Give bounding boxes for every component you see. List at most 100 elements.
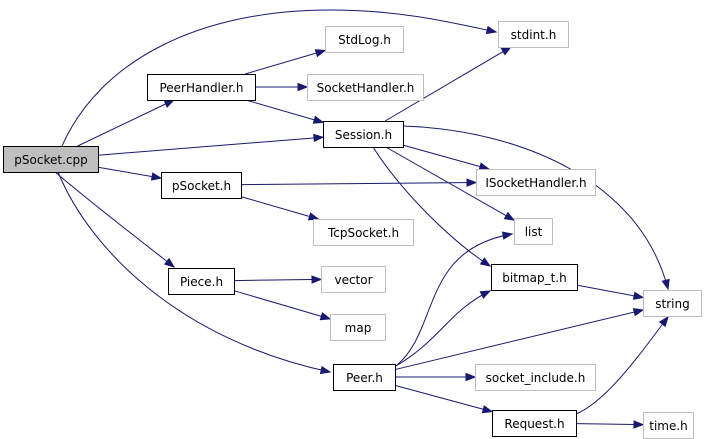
edge-peer-h-to-list	[395, 231, 514, 367]
node-label: SocketHandler.h	[317, 81, 415, 95]
node-box	[491, 264, 578, 291]
node-peer-h[interactable]: Peer.h	[333, 364, 396, 391]
edge-peer-h-to-request-h	[394, 384, 494, 414]
node-box	[330, 314, 386, 341]
node-session-h[interactable]: Session.h	[323, 121, 404, 148]
node-box	[325, 26, 404, 53]
edge-arrowhead	[150, 172, 163, 181]
edge-arrowhead	[311, 275, 323, 284]
edge-piece-h-to-map	[233, 290, 332, 321]
node-label: Session.h	[335, 128, 392, 142]
edge-line	[394, 309, 644, 371]
edge-arrowhead	[465, 372, 477, 382]
edge-psocket-cpp-to-peer-h	[57, 171, 332, 375]
edge-arrowhead	[312, 115, 325, 124]
node-label: stdint.h	[511, 28, 557, 42]
node-label: pSocket.h	[172, 179, 231, 193]
edge-arrowhead	[297, 82, 309, 92]
edge-peerhandler-h-to-session-h	[245, 99, 325, 124]
edge-peer-h-to-string	[394, 308, 645, 371]
edge-line	[77, 99, 175, 147]
edge-line	[97, 166, 162, 179]
node-time-h: time.h	[643, 412, 694, 439]
node-stdint-h: stdint.h	[498, 21, 569, 48]
edge-line	[233, 278, 322, 282]
node-bitmap_t-h[interactable]: bitmap_t.h	[491, 264, 578, 291]
edge-psocket-cpp-to-piece-h	[54, 171, 176, 268]
node-label: list	[525, 225, 543, 239]
edge-arrowhead	[633, 420, 645, 429]
edge-line	[575, 423, 644, 426]
node-label: Request.h	[504, 417, 564, 431]
edge-line	[57, 171, 331, 373]
node-box	[476, 169, 596, 196]
node-label: time.h	[649, 419, 688, 433]
node-box	[514, 218, 553, 245]
edge-arrowhead	[163, 99, 176, 108]
node-isockethandler-h: ISocketHandler.h	[476, 169, 596, 196]
edge-line	[245, 50, 326, 75]
edge-line	[575, 316, 669, 415]
edge-line	[385, 146, 515, 221]
edge-arrowhead	[307, 212, 320, 221]
node-label: bitmap_t.h	[502, 271, 566, 285]
edge-psocket-cpp-to-peerhandler-h	[77, 99, 176, 147]
node-label: vector	[334, 273, 372, 287]
edge-psocket-h-to-isockethandler-h	[240, 178, 478, 187]
edge-arrowhead	[319, 312, 332, 321]
edge-line	[240, 196, 319, 220]
node-peerhandler-h[interactable]: PeerHandler.h	[147, 74, 256, 101]
edge-arrowhead	[313, 133, 325, 143]
edge-session-h-to-bitmap_t-h	[372, 146, 492, 267]
node-box	[333, 364, 396, 391]
edge-arrowhead	[661, 278, 670, 291]
edge-arrowhead	[632, 291, 645, 300]
node-string: string	[643, 290, 702, 317]
edge-peerhandler-h-to-sockethandler-h	[255, 82, 309, 92]
edge-line	[233, 290, 331, 320]
node-piece-h[interactable]: Piece.h	[168, 268, 235, 295]
node-box	[147, 74, 256, 101]
node-label: socket_include.h	[486, 371, 586, 385]
edge-bitmap_t-h-to-string	[576, 284, 645, 300]
edge-line	[61, 9, 497, 147]
edge-line	[245, 99, 324, 123]
edge-line	[395, 233, 513, 367]
node-box	[161, 172, 242, 199]
node-psocket-cpp[interactable]: pSocket.cpp	[3, 146, 99, 173]
edge-peer-h-to-bitmap_t-h	[395, 290, 492, 367]
edge-session-h-to-isockethandler-h	[402, 144, 491, 171]
node-label: Piece.h	[180, 275, 223, 289]
edge-arrowhead	[466, 178, 478, 187]
node-label: map	[345, 321, 372, 335]
node-box	[307, 74, 424, 101]
edge-arrowhead	[658, 315, 669, 328]
node-label: Peer.h	[346, 371, 383, 385]
node-vector: vector	[321, 266, 386, 293]
edge-arrowhead	[500, 46, 513, 56]
edge-psocket-cpp-to-session-h	[97, 133, 325, 156]
edge-arrowhead	[632, 308, 645, 317]
node-box	[492, 410, 577, 437]
edge-peer-h-to-socket_include-h	[395, 372, 477, 382]
edge-psocket-cpp-to-psocket-h	[97, 166, 163, 181]
edge-line	[384, 46, 512, 122]
edge-line	[372, 146, 491, 267]
node-request-h[interactable]: Request.h	[492, 410, 577, 437]
node-box	[3, 146, 99, 173]
edge-arrowhead	[503, 211, 516, 221]
node-psocket-h[interactable]: pSocket.h	[161, 172, 242, 199]
edge-arrowhead	[478, 162, 491, 171]
node-box	[168, 268, 235, 295]
edge-psocket-cpp-to-stdint-h	[61, 9, 498, 147]
node-box	[323, 121, 404, 148]
node-label: pSocket.cpp	[14, 153, 87, 167]
node-map: map	[330, 314, 386, 341]
edge-request-h-to-string	[575, 315, 669, 415]
edge-line	[54, 171, 175, 268]
node-label: PeerHandler.h	[159, 81, 243, 95]
edge-request-h-to-time-h	[575, 420, 645, 429]
node-label: TcpSocket.h	[327, 226, 399, 240]
node-box	[313, 219, 414, 246]
node-label: ISocketHandler.h	[485, 176, 586, 190]
